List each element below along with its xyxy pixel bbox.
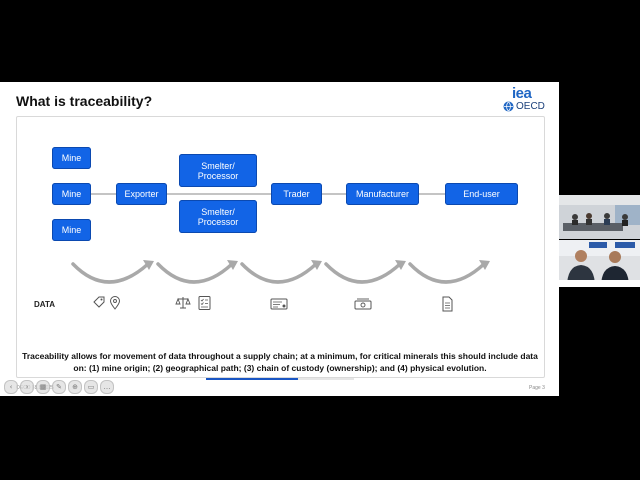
conference-room-image — [559, 195, 640, 239]
prev-icon[interactable]: ‹ — [4, 380, 18, 394]
next-icon[interactable]: › — [20, 380, 34, 394]
slide-progress-fill — [206, 378, 298, 380]
manufacturer-node: Manufacturer — [346, 183, 419, 205]
slide-progress-bar — [206, 378, 354, 380]
content-box — [16, 116, 545, 378]
more-icon[interactable]: … — [100, 380, 114, 394]
money-icon — [354, 298, 372, 310]
iea-logo: iea — [512, 85, 532, 102]
slide-caption: Traceability allows for movement of data… — [22, 351, 538, 373]
flow-arrows — [71, 260, 490, 284]
smelter-processor-node-top: Smelter/ Processor — [179, 154, 257, 187]
participant-video-conference-room[interactable] — [559, 195, 640, 239]
curved-arrow-4 — [324, 262, 402, 284]
slides-icon[interactable]: ▦ — [36, 380, 50, 394]
location-pin-icon — [109, 296, 121, 310]
presentation-slide: What is traceability? iea OECD Mine Mine… — [0, 82, 559, 396]
curved-arrow-2 — [156, 262, 234, 284]
presentation-controls: ‹ › ▦ ✎ ⊕ ▭ … — [4, 380, 114, 394]
exporter-node: Exporter — [116, 183, 167, 205]
mine-node-middle: Mine — [52, 183, 91, 205]
arrowhead-5 — [479, 260, 490, 270]
document-icon — [442, 296, 453, 312]
curved-arrow-3 — [240, 262, 318, 284]
curved-arrow-5 — [408, 262, 486, 284]
trader-node: Trader — [271, 183, 322, 205]
data-label: DATA — [34, 300, 56, 309]
curved-arrow-1 — [71, 262, 150, 284]
zoom-icon[interactable]: ⊕ — [68, 380, 82, 394]
mine-node-top: Mine — [52, 147, 91, 169]
smelter-processor-node-bottom: Smelter/ Processor — [179, 200, 257, 233]
video-icon[interactable]: ▭ — [84, 380, 98, 394]
arrowhead-2 — [227, 260, 238, 270]
oecd-logo-text: OECD — [516, 101, 545, 112]
arrowhead-3 — [311, 260, 322, 270]
pen-icon[interactable]: ✎ — [52, 380, 66, 394]
oecd-logo: OECD — [503, 101, 545, 112]
scale-icon — [175, 297, 191, 309]
oecd-globe-icon — [503, 101, 514, 112]
participant-video-speakers[interactable] — [559, 240, 640, 287]
slide-title: What is traceability? — [16, 93, 153, 109]
footer-date: OECD | 8.8.2025 — [16, 385, 54, 391]
speakers-image — [559, 240, 640, 287]
certificate-icon — [270, 298, 288, 310]
page-number: Page 3 — [529, 385, 545, 391]
tag-icon — [93, 296, 105, 308]
mine-node-bottom: Mine — [52, 219, 91, 241]
arrowhead-4 — [395, 260, 406, 270]
checklist-icon — [198, 296, 211, 310]
end-user-node: End-user — [445, 183, 518, 205]
arrowhead-1 — [143, 260, 154, 270]
